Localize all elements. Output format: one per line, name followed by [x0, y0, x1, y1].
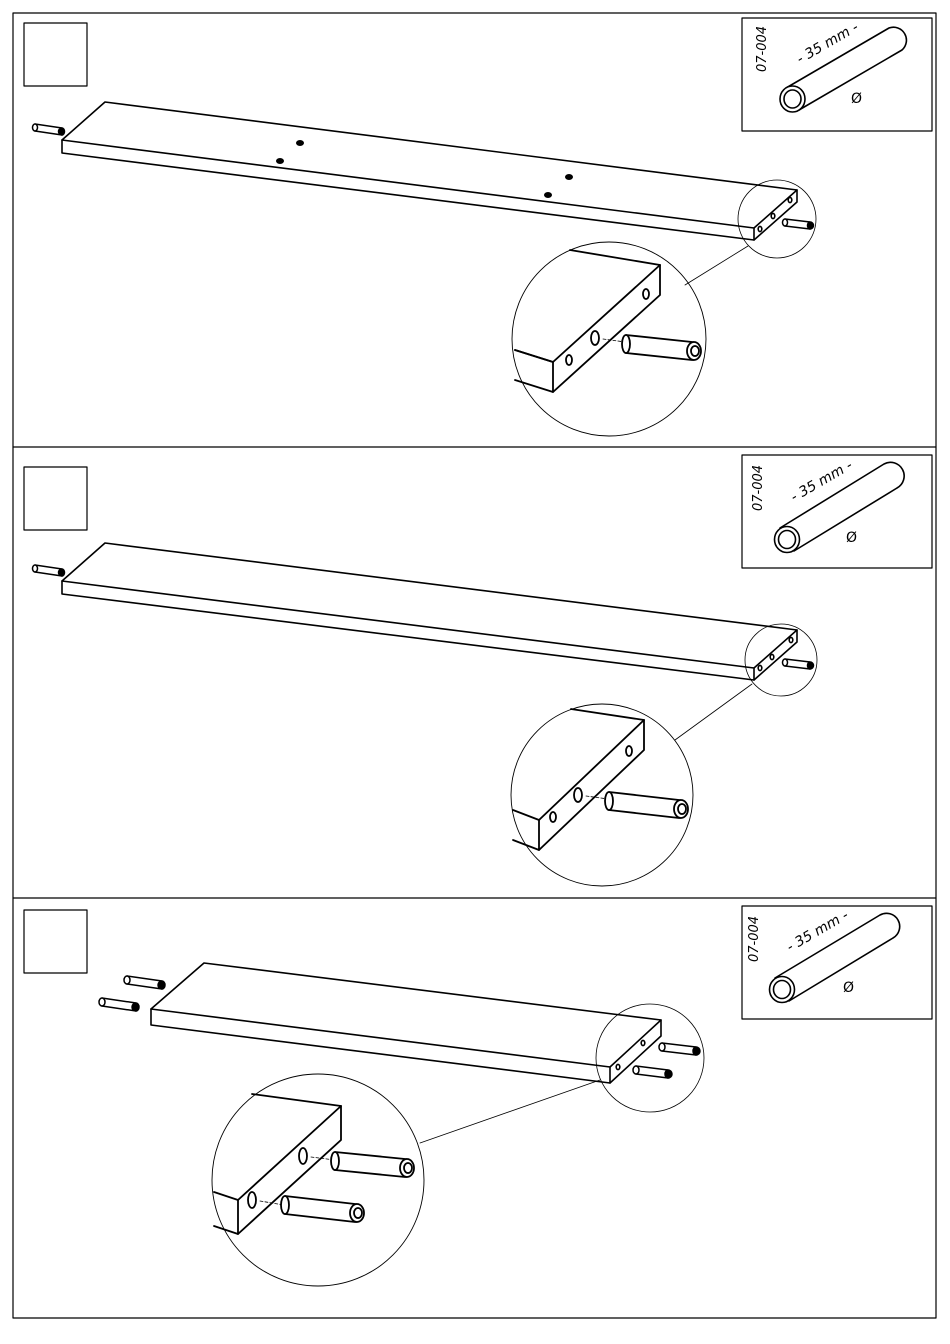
part-code: 07-004 [747, 916, 762, 962]
step-1: 07-004 - 35 mm - Ø [24, 18, 932, 436]
top-hole [296, 140, 304, 146]
top-hole [544, 192, 552, 198]
leader-line [420, 1080, 600, 1143]
dowel [783, 659, 814, 669]
end-hole [299, 1148, 307, 1164]
part-box: 07-004 - 35 mm - Ø [742, 906, 932, 1019]
board [62, 102, 797, 240]
dowel [633, 1066, 672, 1078]
detail-magnifier [212, 1074, 424, 1286]
leader-line [675, 684, 752, 740]
dowel [33, 565, 65, 576]
diameter-symbol: Ø [846, 530, 857, 546]
dowel [783, 219, 814, 229]
step-2: 07-004 - 35 mm - Ø [24, 455, 932, 886]
step-number-box [24, 910, 87, 973]
board [62, 543, 797, 680]
dowel [659, 1043, 700, 1055]
part-box: 07-004 - 35 mm - Ø [742, 18, 932, 131]
length-label: - 35 mm - [794, 19, 861, 67]
part-box: 07-004 - 35 mm - Ø [742, 455, 932, 568]
board [151, 963, 661, 1083]
part-code: 07-004 [751, 465, 766, 511]
end-hole [248, 1192, 256, 1208]
dowel [281, 1196, 364, 1222]
step-number-box [24, 23, 87, 86]
dowel [33, 124, 65, 135]
leader-line [685, 246, 748, 285]
end-hole [591, 331, 599, 345]
length-label: - 35 mm - [784, 907, 851, 955]
length-label: - 35 mm - [788, 457, 855, 505]
part-code: 07-004 [755, 26, 770, 72]
end-hole [574, 788, 582, 802]
dowel [99, 998, 139, 1011]
detail-magnifier [512, 242, 706, 436]
end-hole [550, 812, 556, 822]
diameter-symbol: Ø [851, 91, 862, 107]
top-hole [276, 158, 284, 164]
end-hole [643, 289, 649, 299]
step-number-box [24, 467, 87, 530]
top-hole [565, 174, 573, 180]
dowel [331, 1152, 414, 1177]
detail-magnifier [511, 704, 693, 886]
end-hole [566, 355, 572, 365]
step-3: 07-004 - 35 mm - Ø [24, 906, 932, 1286]
dowel [124, 976, 165, 989]
dowel [622, 335, 701, 360]
dowel [605, 792, 688, 818]
diameter-symbol: Ø [843, 980, 854, 996]
end-hole [626, 746, 632, 756]
